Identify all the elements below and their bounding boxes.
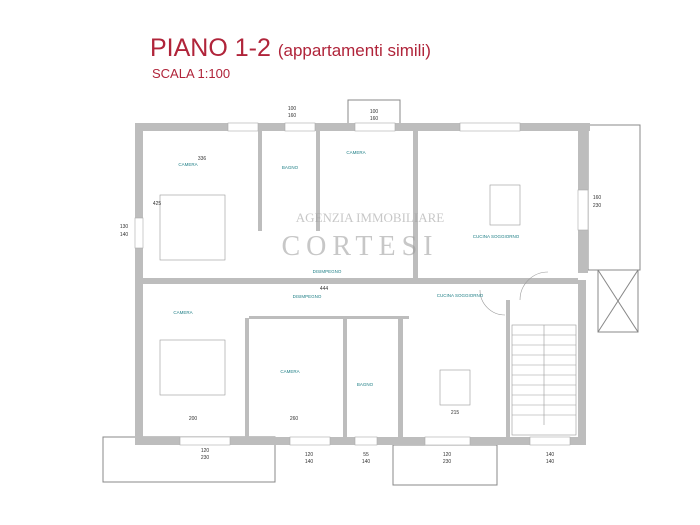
room-cucina-1: CUCINA SOGGIORNO <box>473 234 520 239</box>
window-dim-width: 100 <box>370 109 379 115</box>
window-dim-width: 100 <box>288 106 297 112</box>
scale-label: SCALA 1:100 <box>152 66 231 81</box>
room-dim: 336 <box>198 156 207 162</box>
room-disimpegno-2: DISIMPEGNO <box>293 294 322 299</box>
watermark-line1: AGENZIA IMMOBILIARE <box>296 210 444 225</box>
right-shaft <box>597 269 639 333</box>
room-dim: 215 <box>451 410 460 416</box>
window-dim-height: 140 <box>546 459 555 465</box>
room-camera-2: CAMERA <box>346 150 365 155</box>
room-dim: 200 <box>189 416 198 422</box>
room-dim: 260 <box>290 416 299 422</box>
room-camera-3: CAMERA <box>173 310 192 315</box>
watermark: AGENZIA IMMOBILIARE CORTESI <box>282 210 445 262</box>
window-dim-width: 160 <box>593 195 602 201</box>
window-dim-height: 230 <box>593 203 602 209</box>
room-cucina-2: CUCINA SOGGIORNO <box>437 293 484 298</box>
window-dim-height: 140 <box>362 459 371 465</box>
room-camera-4: CAMERA <box>280 369 299 374</box>
room-disimpegno-1: DISIMPEGNO <box>313 269 342 274</box>
watermark-line2: CORTESI <box>282 231 439 262</box>
walls <box>135 123 590 445</box>
window-dim-width: 130 <box>120 224 129 230</box>
window-dim-width: 140 <box>546 452 555 458</box>
window-dim-width: 55 <box>363 452 369 458</box>
windows <box>134 122 589 446</box>
window-dim-height: 230 <box>443 459 452 465</box>
room-bagno-2: BAGNO <box>357 382 374 387</box>
title-main: PIANO 1-2 <box>150 34 271 62</box>
room-labels: CAMERA BAGNO CAMERA CUCINA SOGGIORNO DIS… <box>173 150 519 387</box>
room-dim: 444 <box>320 286 329 292</box>
title-sub: (appartamenti simili) <box>277 41 431 60</box>
shaft-cross-line <box>597 269 639 333</box>
window-dim-height: 140 <box>120 232 129 238</box>
window-dim-width: 120 <box>201 448 210 454</box>
window-dim-height: 140 <box>305 459 314 465</box>
window-dim-width: 120 <box>443 452 452 458</box>
window-dim-height: 160 <box>288 113 297 119</box>
window-dim-height: 230 <box>201 455 210 461</box>
bottom-center-balcony <box>392 444 498 486</box>
plan-title: PIANO 1-2 (appartamenti simili) <box>150 34 431 63</box>
window-dim-height: 160 <box>370 116 379 122</box>
window-dim-width: 120 <box>305 452 314 458</box>
balconies <box>102 99 641 486</box>
stairs <box>159 184 577 436</box>
room-dim: 425 <box>153 201 162 207</box>
room-bagno-1: BAGNO <box>282 165 299 170</box>
room-camera-1: CAMERA <box>178 162 197 167</box>
